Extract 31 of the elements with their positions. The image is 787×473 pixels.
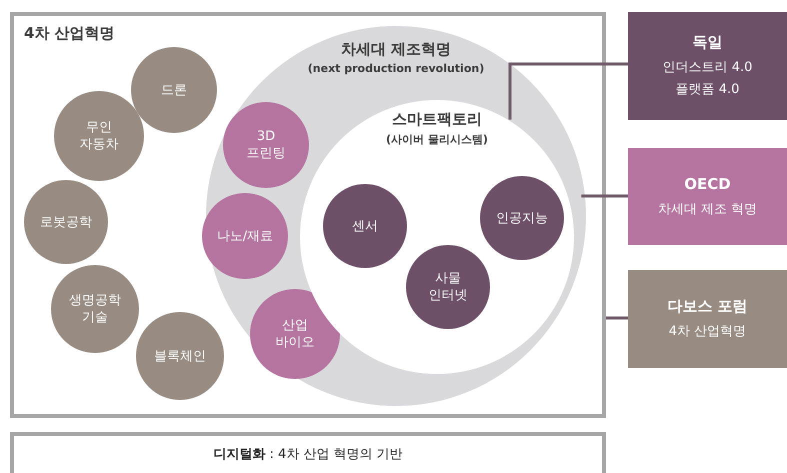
circle-label: 생명공학 기술 <box>68 292 122 326</box>
box-text: 플랫폼 4.0 <box>676 81 740 99</box>
info-box <box>628 148 787 245</box>
box-text: 4차 산업혁명 <box>668 323 746 341</box>
connector-line <box>606 316 628 320</box>
box-heading: OECD <box>684 174 731 194</box>
circle-label: 무인 자동차 <box>78 119 120 153</box>
banner-text: 디지털화 : 4차 산업 혁명의 기반 <box>212 446 404 463</box>
area-heading: 스마트팩토리 <box>391 110 483 129</box>
area-heading: 차세대 제조혁명 <box>340 40 452 59</box>
circle-label: 나노/재료 <box>216 228 274 244</box>
panel-heading: 4차 산업혁명 <box>24 24 115 43</box>
box-text: 차세대 제조 혁명 <box>658 200 758 218</box>
circle-label: 3D 프린팅 <box>246 128 286 162</box>
circle-label: 사물 인터넷 <box>428 270 468 304</box>
panel-frame <box>10 12 606 418</box>
connector-line <box>508 62 628 120</box>
box-heading: 독일 <box>692 32 722 53</box>
circle-label: 인공지능 <box>495 210 549 226</box>
circle-label: 블록체인 <box>153 348 207 364</box>
connector-line <box>581 194 628 198</box>
info-box <box>628 12 787 120</box>
circle-label: 드론 <box>160 82 188 98</box>
box-text: 인더스트리 4.0 <box>662 59 752 77</box>
area-subheading: (사이버 물리시스템) <box>385 132 489 147</box>
circle-label: 산업 바이오 <box>274 317 316 351</box>
circle-label: 센서 <box>351 218 379 234</box>
box-heading: 다보스 포럼 <box>667 296 748 317</box>
info-box <box>628 270 787 368</box>
circle-label: 로봇공학 <box>39 214 93 230</box>
area-subheading: (next production revolution) <box>306 62 486 75</box>
